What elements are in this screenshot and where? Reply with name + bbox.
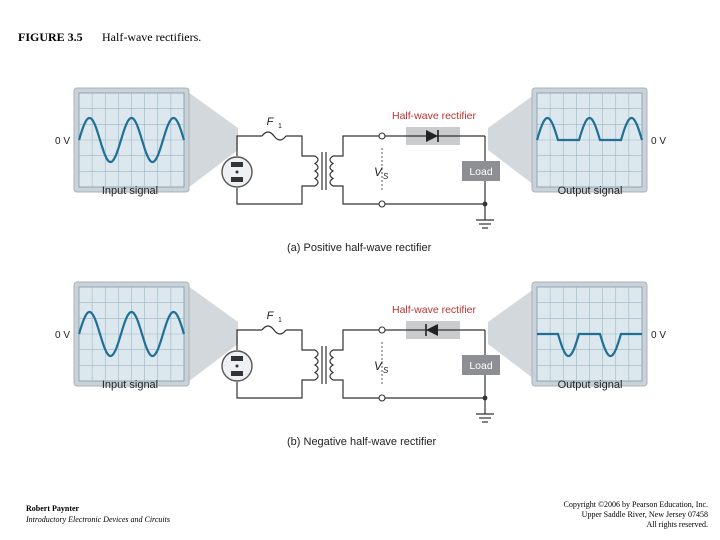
output-zero-label: 0 V	[651, 330, 666, 341]
outlet-ground	[235, 364, 239, 368]
primary-wire-bottom	[236, 379, 315, 399]
author-credit: Robert Paynter Introductory Electronic D…	[26, 503, 170, 525]
terminal-bottom	[378, 394, 386, 402]
transformer-secondary-coil	[329, 155, 335, 187]
fuse-subscript: 1	[278, 123, 282, 130]
output-waveform	[535, 116, 644, 142]
author-name: Robert Paynter	[26, 504, 80, 513]
input-callout-wedge	[188, 92, 238, 188]
secondary-wire-top	[333, 135, 382, 157]
fuse-label: F	[267, 116, 275, 128]
output-waveform	[537, 332, 642, 358]
copyright-line-2: Upper Saddle River, New Jersey 07458	[581, 510, 708, 519]
junction-dot	[482, 201, 488, 207]
book-title: Introductory Electronic Devices and Circ…	[26, 515, 170, 524]
input-zero-label: 0 V	[55, 136, 70, 147]
fuse-label: F	[267, 310, 275, 322]
transformer-primary-coil	[313, 155, 319, 187]
primary-wire-bottom	[236, 185, 315, 205]
load-label: Load	[469, 360, 493, 372]
load-label: Load	[469, 166, 493, 178]
rectifier-label: Half-wave rectifier	[392, 304, 477, 316]
primary-wire-fuse	[286, 329, 315, 351]
copyright-line-3: All rights reserved.	[646, 520, 708, 529]
outlet-slot-bottom	[231, 177, 243, 182]
secondary-wire-bottom	[333, 185, 382, 205]
terminal-top	[378, 326, 386, 334]
output-signal-label: Output signal	[558, 185, 623, 197]
outlet-slot-top	[231, 162, 243, 167]
input-signal-label: Input signal	[102, 379, 158, 391]
primary-wire-top	[236, 329, 262, 350]
output-signal-label: Output signal	[558, 379, 623, 391]
fuse-symbol	[261, 131, 287, 141]
outlet-ground	[235, 170, 239, 174]
panel-caption: (a) Positive half-wave rectifier	[287, 242, 432, 254]
secondary-wire-bottom	[333, 379, 382, 399]
transformer-primary-coil	[313, 349, 319, 381]
fuse-subscript: 1	[278, 317, 282, 324]
vs-subscript: S	[383, 366, 389, 375]
output-callout-wedge	[488, 92, 538, 188]
transformer-secondary-coil	[329, 349, 335, 381]
outlet-slot-top	[231, 356, 243, 361]
primary-wire-top	[236, 135, 262, 156]
secondary-wire-top	[333, 329, 382, 351]
load-box	[462, 355, 500, 375]
input-callout-wedge	[188, 286, 238, 382]
input-signal-label: Input signal	[102, 185, 158, 197]
input-waveform	[77, 310, 186, 358]
copyright-notice: Copyright ©2006 by Pearson Education, In…	[508, 500, 709, 530]
outlet-slot-bottom	[231, 371, 243, 376]
figure-label: FIGURE 3.5	[18, 30, 83, 44]
rectifier-label: Half-wave rectifier	[392, 110, 477, 122]
output-zero-label: 0 V	[651, 136, 666, 147]
load-box	[462, 161, 500, 181]
fuse-symbol	[261, 325, 287, 335]
primary-wire-fuse	[286, 135, 315, 157]
input-zero-label: 0 V	[55, 330, 70, 341]
panel-caption: (b) Negative half-wave rectifier	[287, 436, 437, 448]
input-waveform	[77, 116, 186, 164]
terminal-top	[378, 132, 386, 140]
output-callout-wedge	[488, 286, 538, 382]
vs-subscript: S	[383, 172, 389, 181]
diode-symbol	[426, 130, 438, 142]
copyright-line-1: Copyright ©2006 by Pearson Education, In…	[563, 500, 709, 509]
junction-dot	[482, 395, 488, 401]
diode-symbol	[426, 324, 438, 336]
vs-label: V	[374, 359, 383, 373]
terminal-bottom	[378, 200, 386, 208]
vs-label: V	[374, 165, 383, 179]
figure-caption: Half-wave rectifiers.	[102, 30, 202, 44]
